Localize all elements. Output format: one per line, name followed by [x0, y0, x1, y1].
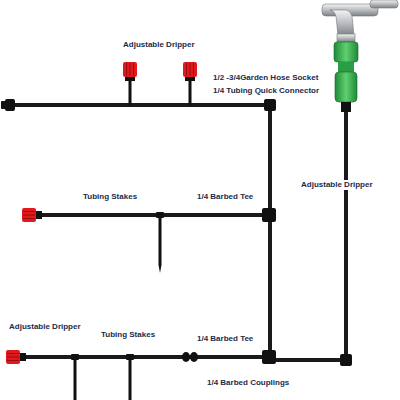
part-label: 1/4 Barbed Tee: [196, 334, 254, 344]
illustration-part: [123, 62, 137, 105]
hose-connector: [334, 42, 358, 112]
illustration-part: [183, 62, 197, 105]
illustration-part: [335, 72, 357, 102]
part-label: 1/4 Tubing Quick Connector: [212, 86, 320, 96]
illustration-part: [341, 102, 351, 112]
illustration-part: [156, 212, 164, 273]
illustration-part: [338, 62, 354, 72]
part-label: Adjustable Dripper: [8, 322, 82, 332]
part-label: Tubing Stakes: [100, 330, 156, 340]
fittings: [1, 99, 352, 366]
illustration-part: [190, 352, 198, 362]
part-label: Tubing Stakes: [82, 192, 138, 202]
illustration-part: [270, 112, 346, 360]
illustration-part: [24, 355, 270, 359]
illustration-part: [262, 208, 276, 222]
faucet: [322, 0, 398, 42]
tubing-stakes: [71, 212, 164, 400]
illustration-part: [264, 99, 276, 111]
illustration-part: [40, 213, 270, 217]
illustration-part: [337, 34, 355, 42]
illustration-part: [262, 350, 276, 364]
illustration-part: [370, 0, 398, 8]
illustration-part: [340, 354, 352, 366]
illustration-part: [330, 10, 354, 36]
illustration-part: [126, 354, 134, 400]
illustration-part: [14, 105, 270, 357]
illustration-part: [6, 350, 26, 364]
illustration-part: [334, 42, 358, 62]
drippers: [6, 62, 197, 364]
illustration-part: [182, 352, 190, 362]
part-label: Adjustable Dripper: [122, 40, 196, 50]
part-label: 1/2 -3/4Garden Hose Socket: [212, 73, 319, 83]
part-label: 1/4 Barbed Tee: [196, 192, 254, 202]
part-label: 1/4 Barbed Couplings: [206, 378, 290, 388]
part-label: Adjustable Dripper: [300, 180, 374, 190]
illustration-part: [71, 354, 79, 400]
illustration-part: [22, 208, 42, 222]
illustration-part: [1, 101, 6, 109]
illustration-part: [5, 99, 15, 111]
